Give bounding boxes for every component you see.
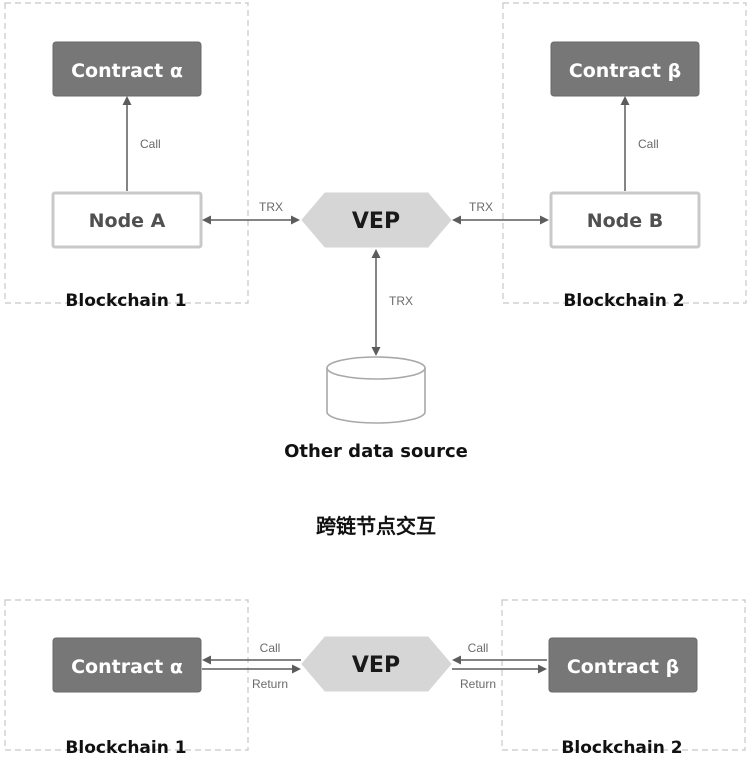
contract-alpha-label: Contract α [71,60,183,82]
call-arrowhead-right-bottom [452,655,461,665]
contract-alpha-box-bottom [52,637,202,693]
trx-arrowhead-source-b [371,347,381,356]
data-source-label: Other data source [284,441,468,462]
vep-label-top: VEP [352,209,400,234]
node-a-box [51,191,203,249]
call-label-right: Call [638,137,659,151]
trx-label-right: TRX [469,200,493,214]
blockchain-2-label-bottom: Blockchain 2 [561,738,682,758]
blockchain-2-frame-bottom [501,599,746,751]
blockchain-1-label-bottom: Blockchain 1 [65,738,186,758]
section-heading: 跨链节点交互 [316,514,436,538]
return-label-left-bottom: Return [252,677,288,691]
node-b-label: Node B [587,210,664,232]
node-a-label: Node A [89,210,166,232]
trx-arrowhead-source-a [371,249,381,258]
vep-hexagon-bottom [301,636,452,692]
call-arrowhead-left-bottom [202,655,211,665]
trx-arrowhead-left-b [291,215,300,225]
call-arrowhead-left [122,96,132,105]
trx-arrowhead-right-b [540,215,549,225]
return-arrowhead-left-bottom [292,664,301,674]
blockchain-1-label-top: Blockchain 1 [65,291,186,311]
database-icon-top [326,356,426,380]
database-icon [326,368,426,424]
blockchain-1-frame-bottom [4,599,249,751]
call-label-left-bottom: Call [260,641,281,655]
contract-beta-label: Contract β [569,60,681,82]
blockchain-2-frame [502,2,747,304]
contract-beta-label-bottom: Contract β [567,656,679,678]
call-label-right-bottom: Call [468,641,489,655]
return-label-right-bottom: Return [460,677,496,691]
vep-hexagon-top [301,192,452,248]
node-b-box [549,191,701,249]
trx-arrowhead-right-a [452,215,461,225]
call-arrowhead-right [620,96,630,105]
trx-label-source: TRX [389,294,413,308]
blockchain-1-frame [4,2,249,304]
contract-beta-box-bottom [548,637,698,693]
call-label-left: Call [140,137,161,151]
vep-label-bottom: VEP [352,653,400,678]
trx-label-left: TRX [259,200,283,214]
return-arrowhead-right-bottom [538,664,547,674]
blockchain-2-label-top: Blockchain 2 [563,291,684,311]
contract-alpha-label-bottom: Contract α [71,656,183,678]
trx-arrowhead-left-a [202,215,211,225]
